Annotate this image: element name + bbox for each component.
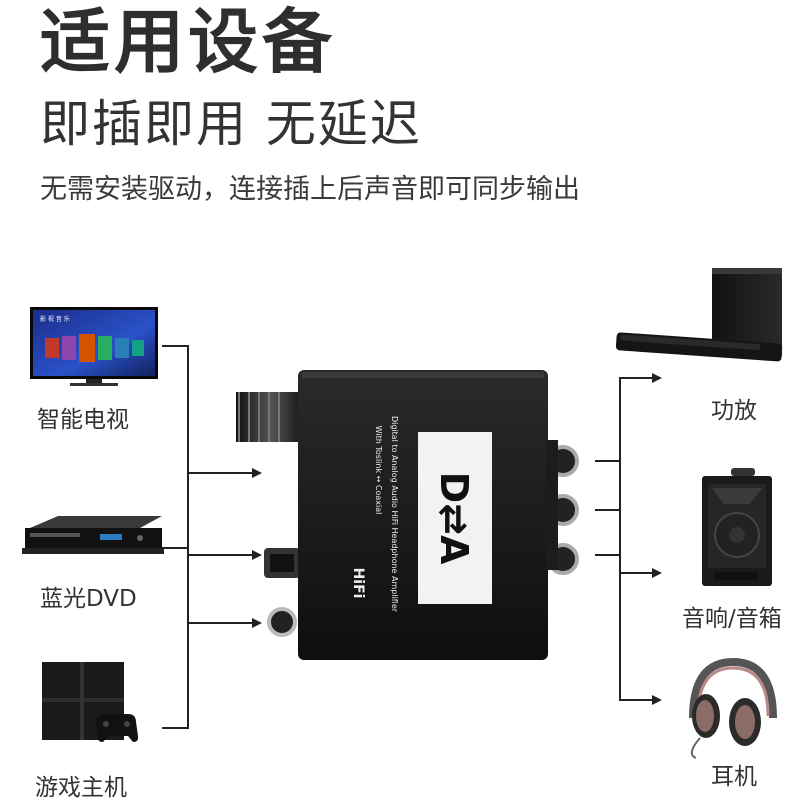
device-description-line1: Digital to Analog Audio HiFi Headphone A… — [390, 416, 399, 613]
output-label-speaker: 音响/音箱 — [682, 606, 782, 632]
output-connector-lines — [595, 377, 655, 701]
source-label-smart-tv: 智能电视 — [37, 407, 129, 433]
game-console-icon — [42, 662, 139, 742]
input-arrowheads — [252, 468, 262, 628]
source-label-game-console: 游戏主机 — [35, 775, 127, 801]
page-description: 无需安装驱动，连接插上后声音即可同步输出 — [40, 174, 580, 205]
device-description-line2: With Toslink ↔ Coaxial — [374, 426, 383, 515]
coaxial-input-port — [267, 607, 297, 637]
dvd-player-icon — [22, 516, 164, 554]
soundbar-amplifier-icon — [615, 268, 783, 362]
device-logo: D⇄A — [432, 472, 476, 565]
page-subtitle: 即插即用 无延迟 — [40, 95, 422, 153]
hifi-badge: HiFi — [350, 568, 366, 599]
source-label-dvd: 蓝光DVD — [40, 586, 137, 612]
output-label-amplifier: 功放 — [711, 398, 757, 424]
input-connector-lines — [162, 345, 255, 729]
tv-menu-text: 影 视 音 乐 — [40, 315, 70, 323]
output-arrowheads — [652, 373, 662, 705]
headphones-icon — [689, 657, 777, 759]
output-label-headphones: 耳机 — [711, 764, 757, 790]
speaker-icon — [702, 468, 772, 586]
page-title: 适用设备 — [40, 1, 336, 83]
dac-converter-device — [236, 370, 579, 660]
smart-tv-icon — [30, 307, 158, 386]
